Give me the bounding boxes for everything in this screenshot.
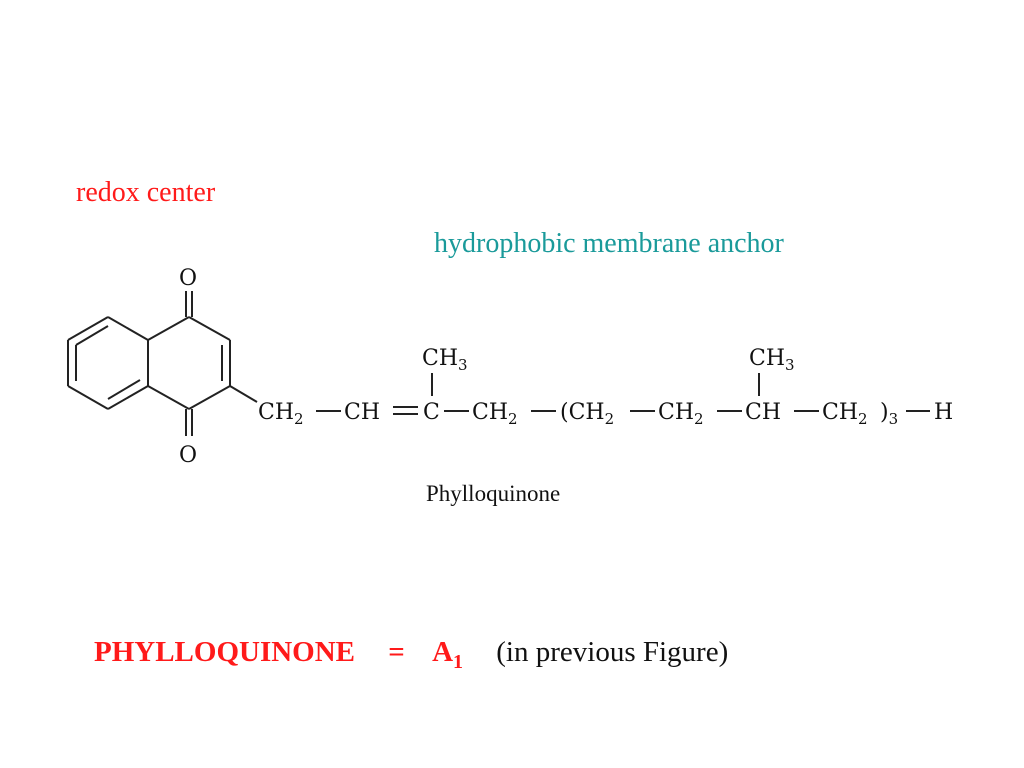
- structure-atom-labels: O O CH3 CH3 CH2 CH C CH2 (CH2 CH2 CH CH2…: [179, 266, 953, 468]
- molecule-name-heading: PHYLLOQUINONE: [94, 636, 356, 668]
- equivalence-statement: PHYLLOQUINONE = A1 (in previous Figure): [94, 636, 728, 674]
- methyl-group-label: CH3: [749, 346, 795, 374]
- chain-atom-label: CH2: [472, 400, 518, 428]
- equals-sign: =: [388, 636, 405, 668]
- naphthoquinone-ring: [67, 291, 930, 436]
- chain-atom-label: C: [423, 400, 440, 425]
- chain-atom-label: CH2: [258, 400, 304, 428]
- oxygen-bottom-label: O: [179, 443, 197, 468]
- cofactor-symbol: A1: [432, 636, 464, 673]
- chain-atom-label: H: [934, 400, 953, 425]
- chain-atom-label: CH2: [658, 400, 704, 428]
- membrane-anchor-label: hydrophobic membrane anchor: [434, 228, 784, 259]
- chain-atom-label: CH: [745, 400, 781, 425]
- figure-reference-note: (in previous Figure): [496, 636, 729, 668]
- chain-atom-label: CH: [344, 400, 380, 425]
- chain-atom-label: )3: [880, 400, 898, 428]
- methyl-group-label: CH3: [422, 346, 468, 374]
- redox-center-label: redox center: [76, 177, 216, 208]
- chain-atom-label: (CH2: [560, 400, 614, 428]
- molecule-name-caption: Phylloquinone: [426, 481, 561, 506]
- chain-atom-label: CH2: [822, 400, 868, 428]
- oxygen-top-label: O: [179, 266, 197, 291]
